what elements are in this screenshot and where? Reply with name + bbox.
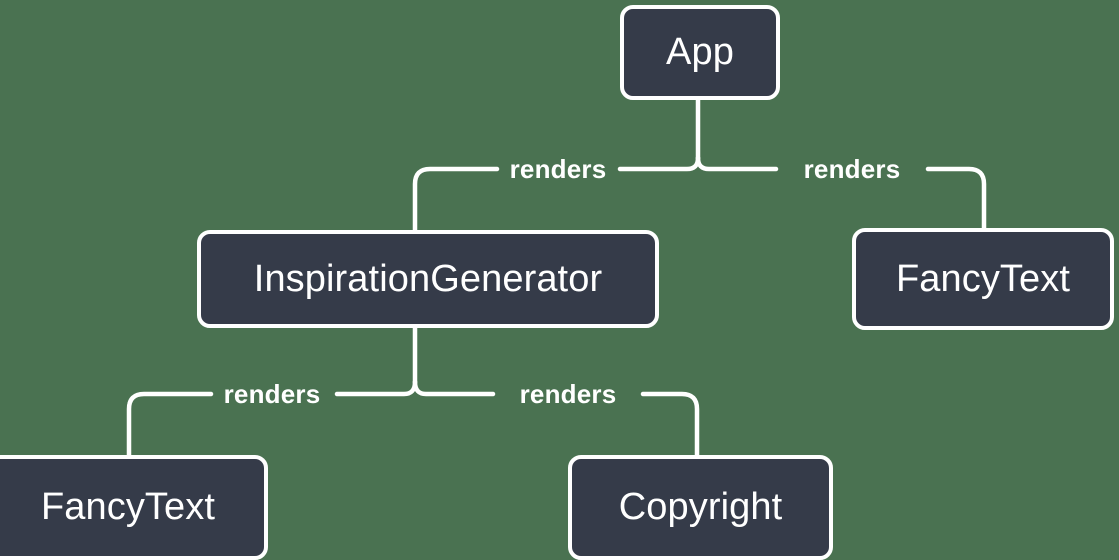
edge-label-app-to-inspiration-generator: renders <box>509 154 607 184</box>
node-copyright[interactable]: Copyright <box>568 455 833 560</box>
node-fancytext-right[interactable]: FancyText <box>852 228 1114 330</box>
node-inspiration-generator[interactable]: InspirationGenerator <box>197 230 659 328</box>
edge-inspiration-to-fancytext-bottom-segment-inner <box>334 379 418 397</box>
edge-app-to-inspiration-path-right-segment <box>617 155 701 172</box>
edge-app-to-fancytext-right-segment-inner <box>695 155 779 172</box>
edge-label-inspiration-generator-to-copyright: renders <box>519 379 617 409</box>
node-app[interactable]: App <box>620 5 780 100</box>
node-fancytext-bottom[interactable]: FancyText <box>0 455 268 560</box>
edge-inspiration-to-copyright-segment-inner <box>412 379 496 397</box>
edge-inspiration-to-copyright-path <box>640 391 700 458</box>
edge-label-app-to-fancytext-right: renders <box>803 154 901 184</box>
edge-app-to-fancytext-right-path <box>925 166 987 231</box>
edge-label-inspiration-generator-to-fancytext-bottom: renders <box>223 379 321 409</box>
edge-inspiration-to-fancytext-bottom-path <box>126 391 214 458</box>
edge-app-to-inspiration-path <box>412 166 500 233</box>
